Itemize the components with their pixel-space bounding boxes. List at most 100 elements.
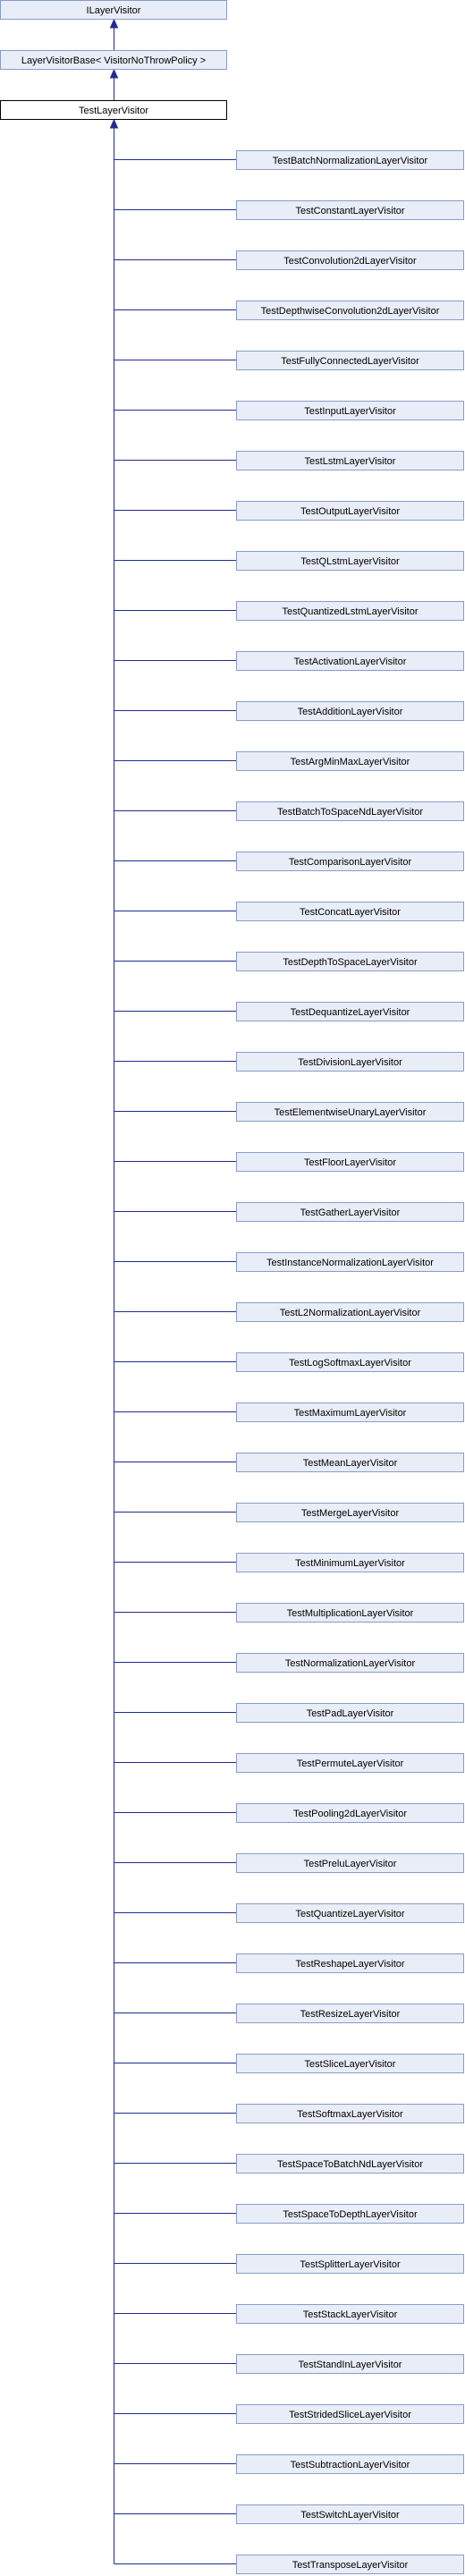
node-derived-class[interactable]: TestSplitterLayerVisitor <box>236 2254 464 2274</box>
node-derived-class[interactable]: TestQLstmLayerVisitor <box>236 551 464 571</box>
node-derived-class[interactable]: TestMinimumLayerVisitor <box>236 1553 464 1572</box>
node-derived-class[interactable]: TestInputLayerVisitor <box>236 401 464 420</box>
node-label: TestPooling2dLayerVisitor <box>293 1809 407 1819</box>
node-derived-class[interactable]: TestTransposeLayerVisitor <box>236 2555 464 2574</box>
node-label: TestConcatLayerVisitor <box>300 907 401 918</box>
node-label: TestSpaceToDepthLayerVisitor <box>283 2209 418 2220</box>
node-derived-class[interactable]: TestConcatLayerVisitor <box>236 902 464 921</box>
node-derived-class[interactable]: TestConvolution2dLayerVisitor <box>236 250 464 270</box>
node-label: TestSpaceToBatchNdLayerVisitor <box>277 2159 423 2170</box>
node-derived-class[interactable]: TestDepthToSpaceLayerVisitor <box>236 952 464 971</box>
node-label: TestMeanLayerVisitor <box>303 1458 398 1469</box>
node-derived-class[interactable]: TestFloorLayerVisitor <box>236 1152 464 1172</box>
node-derived-class[interactable]: TestLstmLayerVisitor <box>236 451 464 470</box>
node-label: TestSoftmaxLayerVisitor <box>297 2109 403 2120</box>
node-layervisitorbase[interactable]: LayerVisitorBase< VisitorNoThrowPolicy > <box>0 50 227 70</box>
node-derived-class[interactable]: TestGatherLayerVisitor <box>236 1202 464 1222</box>
node-derived-class[interactable]: TestPadLayerVisitor <box>236 1703 464 1723</box>
node-derived-class[interactable]: TestSpaceToBatchNdLayerVisitor <box>236 2154 464 2174</box>
node-label: TestFullyConnectedLayerVisitor <box>281 356 419 367</box>
node-derived-class[interactable]: TestOutputLayerVisitor <box>236 501 464 521</box>
node-derived-class[interactable]: TestL2NormalizationLayerVisitor <box>236 1302 464 1322</box>
node-label: TestSubtractionLayerVisitor <box>291 2460 410 2470</box>
node-derived-class[interactable]: TestFullyConnectedLayerVisitor <box>236 351 464 370</box>
node-derived-class[interactable]: TestBatchToSpaceNdLayerVisitor <box>236 801 464 821</box>
node-label: TestAdditionLayerVisitor <box>298 707 403 717</box>
node-derived-class[interactable]: TestQuantizeLayerVisitor <box>236 1903 464 1923</box>
edge-arrow-icon <box>109 68 119 79</box>
node-label: TestPermuteLayerVisitor <box>297 1758 404 1769</box>
node-derived-class[interactable]: TestSpaceToDepthLayerVisitor <box>236 2204 464 2224</box>
derived-classes: TestBatchNormalizationLayerVisitorTestCo… <box>236 150 464 2574</box>
node-label: TestSwitchLayerVisitor <box>300 2510 400 2521</box>
node-derived-class[interactable]: TestActivationLayerVisitor <box>236 651 464 671</box>
node-label: TestResizeLayerVisitor <box>300 2009 401 2020</box>
node-label: TestStandInLayerVisitor <box>299 2360 402 2370</box>
node-label: TestInstanceNormalizationLayerVisitor <box>266 1258 434 1268</box>
node-derived-class[interactable]: TestDequantizeLayerVisitor <box>236 1002 464 1021</box>
node-label: TestMaximumLayerVisitor <box>294 1408 407 1419</box>
node-derived-class[interactable]: TestArgMinMaxLayerVisitor <box>236 751 464 771</box>
node-derived-class[interactable]: TestMultiplicationLayerVisitor <box>236 1603 464 1623</box>
node-label: ILayerVisitor <box>87 5 141 16</box>
node-label: TestInputLayerVisitor <box>304 406 396 417</box>
node-label: TestReshapeLayerVisitor <box>295 1959 404 1970</box>
node-derived-class[interactable]: TestNormalizationLayerVisitor <box>236 1653 464 1673</box>
node-derived-class[interactable]: TestDepthwiseConvolution2dLayerVisitor <box>236 301 464 320</box>
node-label: TestSliceLayerVisitor <box>305 2059 396 2070</box>
node-label: TestQuantizedLstmLayerVisitor <box>282 606 418 617</box>
node-label: TestMultiplicationLayerVisitor <box>287 1608 414 1619</box>
node-derived-class[interactable]: TestQuantizedLstmLayerVisitor <box>236 601 464 621</box>
node-label: LayerVisitorBase< VisitorNoThrowPolicy > <box>21 55 206 66</box>
node-derived-class[interactable]: TestStackLayerVisitor <box>236 2304 464 2324</box>
node-derived-class[interactable]: TestPreluLayerVisitor <box>236 1853 464 1873</box>
node-derived-class[interactable]: TestSliceLayerVisitor <box>236 2054 464 2073</box>
node-label: TestComparisonLayerVisitor <box>289 857 412 868</box>
node-label: TestGatherLayerVisitor <box>300 1208 401 1218</box>
node-derived-class[interactable]: TestDivisionLayerVisitor <box>236 1052 464 1072</box>
node-derived-class[interactable]: TestMeanLayerVisitor <box>236 1453 464 1472</box>
node-label: TestFloorLayerVisitor <box>304 1157 396 1168</box>
node-derived-class[interactable]: TestResizeLayerVisitor <box>236 2004 464 2023</box>
node-derived-class[interactable]: TestStandInLayerVisitor <box>236 2354 464 2374</box>
node-derived-class[interactable]: TestStridedSliceLayerVisitor <box>236 2404 464 2424</box>
node-label: TestQuantizeLayerVisitor <box>295 1909 404 1919</box>
node-derived-class[interactable]: TestSubtractionLayerVisitor <box>236 2454 464 2474</box>
node-derived-class[interactable]: TestElementwiseUnaryLayerVisitor <box>236 1102 464 1122</box>
node-derived-class[interactable]: TestConstantLayerVisitor <box>236 200 464 220</box>
edge-arrow-icon <box>109 18 119 29</box>
node-derived-class[interactable]: TestComparisonLayerVisitor <box>236 852 464 871</box>
node-derived-class[interactable]: TestAdditionLayerVisitor <box>236 701 464 721</box>
node-derived-class[interactable]: TestLogSoftmaxLayerVisitor <box>236 1352 464 1372</box>
node-derived-class[interactable]: TestInstanceNormalizationLayerVisitor <box>236 1252 464 1272</box>
node-label: TestDepthToSpaceLayerVisitor <box>283 957 418 968</box>
node-label: TestConvolution2dLayerVisitor <box>283 256 417 267</box>
node-label: TestLogSoftmaxLayerVisitor <box>289 1358 411 1368</box>
node-label: TestBatchNormalizationLayerVisitor <box>273 156 428 166</box>
node-label: TestStackLayerVisitor <box>303 2309 398 2320</box>
node-label: TestElementwiseUnaryLayerVisitor <box>275 1107 427 1118</box>
node-derived-class[interactable]: TestSwitchLayerVisitor <box>236 2504 464 2524</box>
node-derived-class[interactable]: TestMergeLayerVisitor <box>236 1503 464 1522</box>
node-derived-class[interactable]: TestMaximumLayerVisitor <box>236 1402 464 1422</box>
edge-arrow-icon <box>109 118 119 129</box>
node-label: TestDepthwiseConvolution2dLayerVisitor <box>261 306 440 317</box>
node-label: TestL2NormalizationLayerVisitor <box>280 1308 421 1318</box>
node-label: TestPreluLayerVisitor <box>304 1859 397 1869</box>
node-label: TestLstmLayerVisitor <box>305 456 396 467</box>
node-label: TestActivationLayerVisitor <box>294 657 407 667</box>
node-label: TestLayerVisitor <box>79 106 148 116</box>
node-label: TestNormalizationLayerVisitor <box>285 1658 416 1669</box>
node-derived-class[interactable]: TestPermuteLayerVisitor <box>236 1753 464 1773</box>
node-ilayervisitor[interactable]: ILayerVisitor <box>0 0 227 20</box>
node-derived-class[interactable]: TestBatchNormalizationLayerVisitor <box>236 150 464 170</box>
node-derived-class[interactable]: TestSoftmaxLayerVisitor <box>236 2104 464 2123</box>
node-label: TestMergeLayerVisitor <box>301 1508 400 1519</box>
node-label: TestSplitterLayerVisitor <box>300 2259 401 2270</box>
node-derived-class[interactable]: TestPooling2dLayerVisitor <box>236 1803 464 1823</box>
node-label: TestOutputLayerVisitor <box>300 506 400 517</box>
node-label: TestPadLayerVisitor <box>307 1708 394 1719</box>
node-derived-class[interactable]: TestReshapeLayerVisitor <box>236 1953 464 1973</box>
node-label: TestConstantLayerVisitor <box>295 206 404 216</box>
